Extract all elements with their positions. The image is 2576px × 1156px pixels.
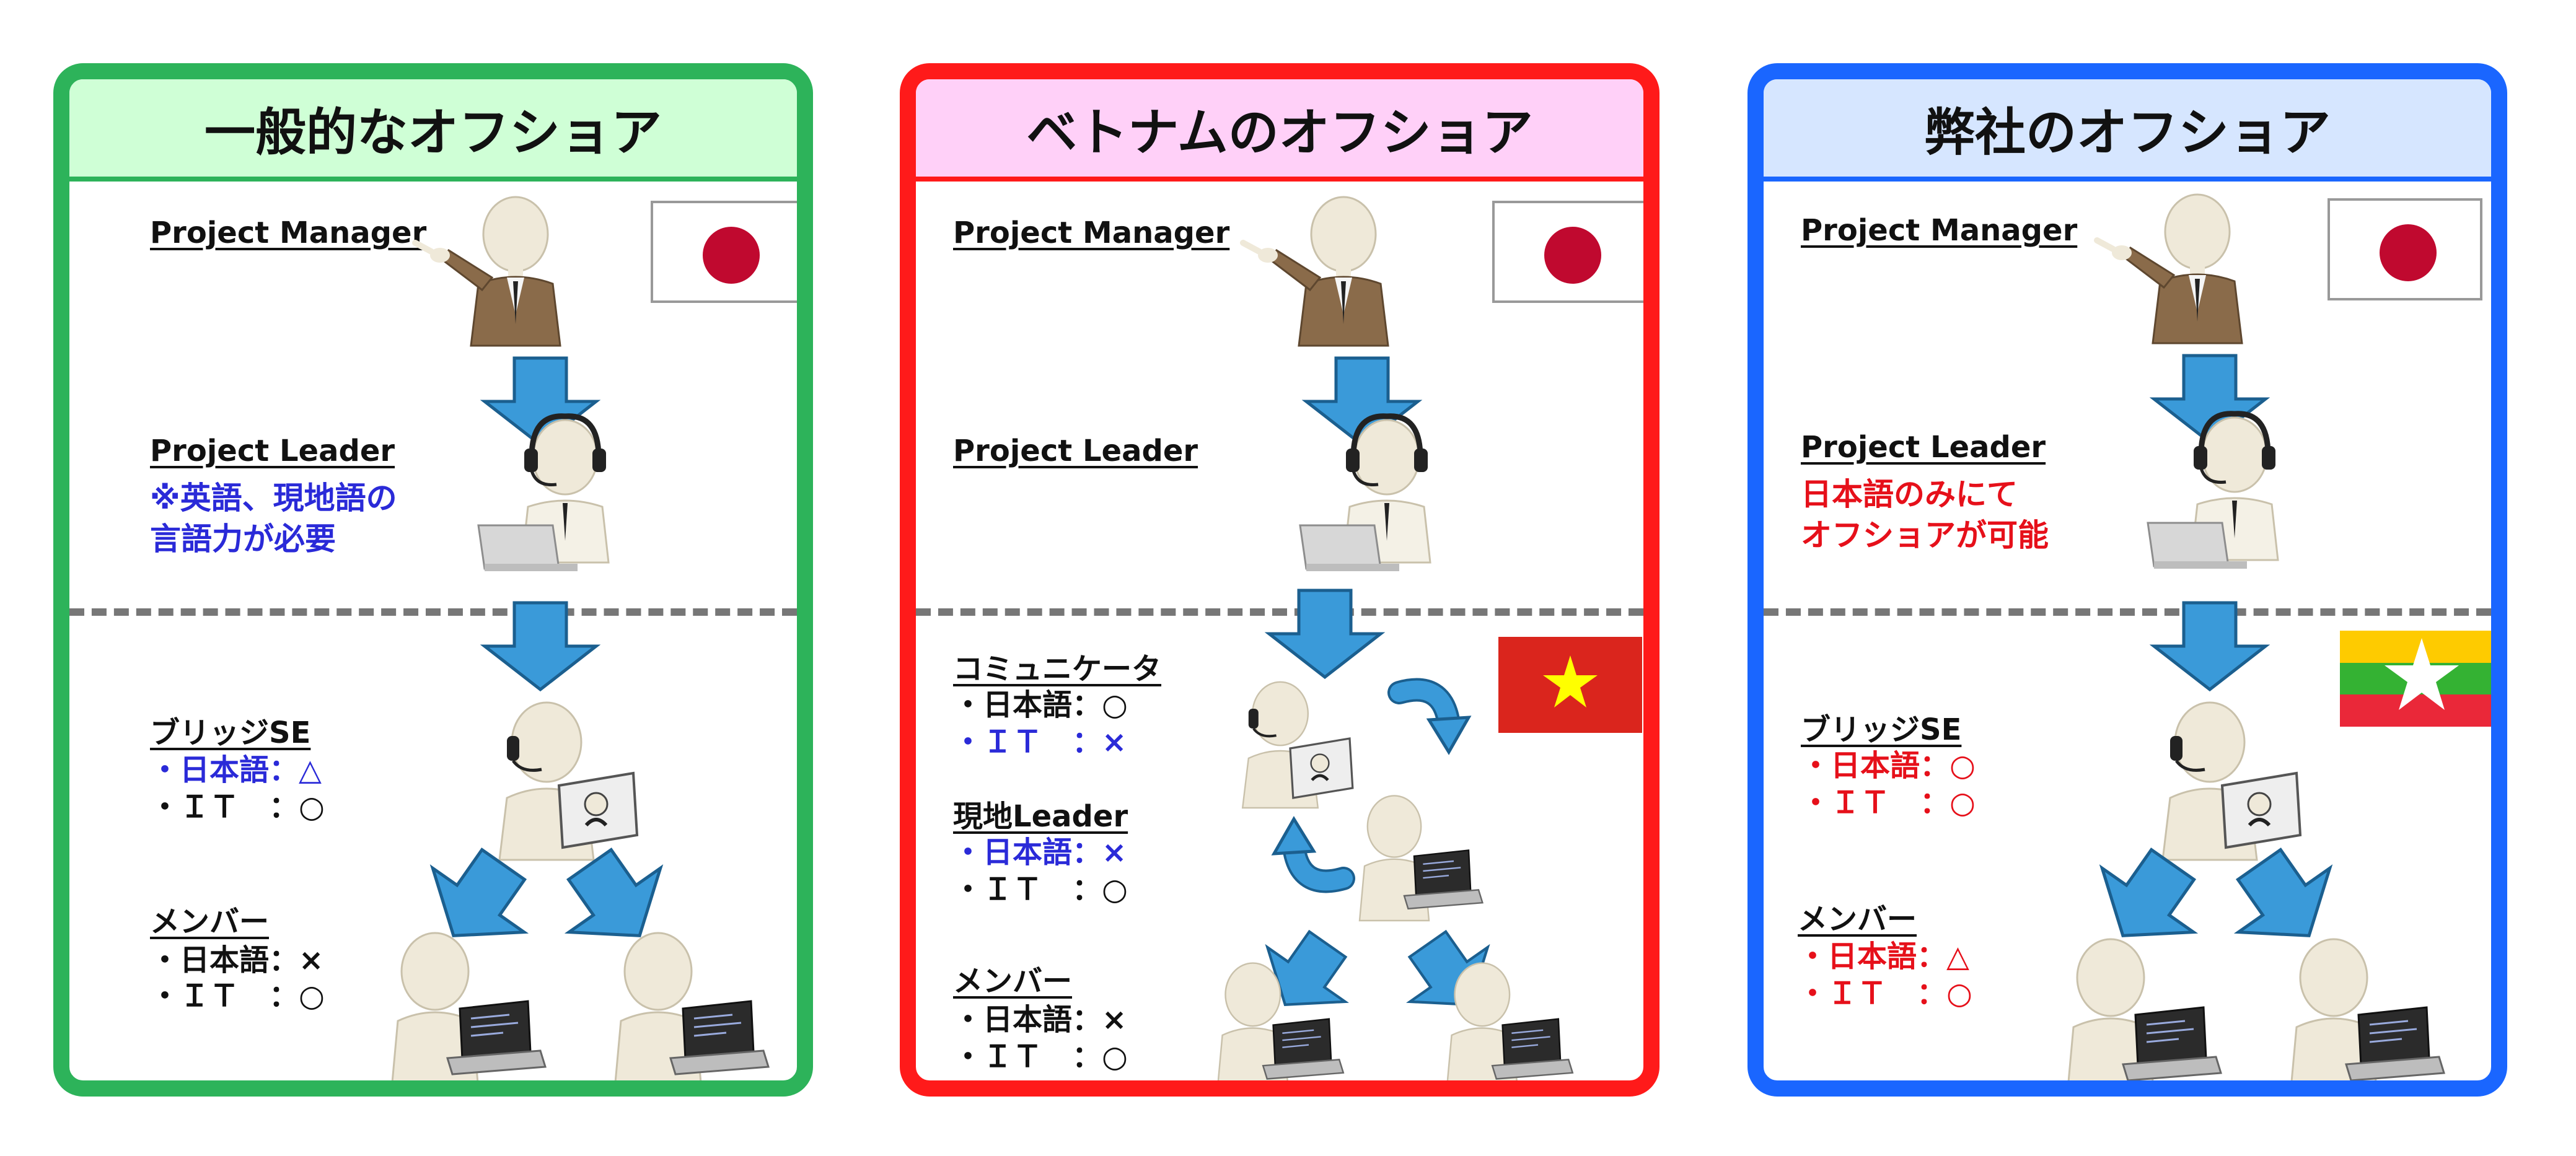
bridge-line-2: ・ＩＴ ：○ — [150, 790, 325, 825]
local-leader-title: 現地Leader — [953, 799, 1128, 834]
japan-flag — [1492, 201, 1643, 303]
member-figure — [390, 932, 547, 1080]
manager-figure — [441, 191, 590, 358]
member-line-1: ・日本語：× — [150, 943, 324, 978]
communicator-line-1: ・日本語：○ — [953, 688, 1128, 722]
operator-figure — [1288, 414, 1449, 587]
member-figure — [613, 932, 770, 1080]
cycle-arrow-icon — [1251, 786, 1362, 891]
pm-label: Project Manager — [1801, 213, 2078, 248]
bridge-se-title: ブリッジSE — [1801, 712, 1962, 747]
panel-vietnam-offshore: ベトナムのオフショア Project Manager Project Leade… — [900, 63, 1659, 1097]
panel-general-offshore: 一般的なオフショア Project Manager Project Leader… — [53, 63, 813, 1097]
panel-our-header: 弊社のオフショア — [1764, 79, 2491, 182]
star-icon — [2385, 638, 2459, 710]
member-title: メンバー — [150, 904, 270, 939]
manager-figure — [1269, 191, 1418, 358]
panel-vietnam-header: ベトナムのオフショア — [916, 79, 1643, 182]
japan-flag — [651, 201, 797, 303]
star-icon — [1543, 655, 1598, 707]
local-leader-line-2: ・ＩＴ ：○ — [953, 872, 1128, 907]
pl-label: Project Leader — [150, 434, 395, 468]
panel-general-header: 一般的なオフショア — [69, 79, 797, 182]
japan-flag — [2328, 198, 2482, 300]
bridge-line-1: ・日本語：△ — [150, 753, 322, 787]
local-leader-line-1: ・日本語：× — [953, 835, 1127, 870]
operator-figure — [466, 414, 627, 587]
pl-label: Project Leader — [1801, 430, 2046, 465]
pl-note-line-2: 言語力が必要 — [150, 521, 336, 557]
pl-note-line-1: 日本語のみにて — [1801, 476, 2018, 512]
pl-note-line-1: ※英語、現地語の — [150, 480, 397, 516]
panel-our-offshore: 弊社のオフショア Project Manager Project Leader … — [1747, 63, 2507, 1097]
member-line-1: ・日本語：△ — [1798, 939, 1969, 974]
arrow-down-icon — [478, 593, 602, 699]
member-title: メンバー — [953, 964, 1073, 999]
bridge-line-2: ・ＩＴ ：○ — [1801, 786, 1976, 820]
member-figure — [2289, 938, 2445, 1080]
member-figure — [1446, 962, 1573, 1080]
bridge-line-1: ・日本語：○ — [1801, 748, 1976, 783]
member-title: メンバー — [1798, 902, 1917, 937]
manager-figure — [2123, 188, 2272, 356]
vietnam-flag — [1498, 637, 1642, 733]
member-line-2: ・ＩＴ ：○ — [150, 979, 325, 1014]
pl-label: Project Leader — [953, 434, 1198, 468]
cycle-arrow-icon — [1387, 674, 1498, 773]
arrow-down-icon — [2148, 593, 2272, 699]
pl-note-line-2: オフショアが可能 — [1801, 517, 2049, 553]
communicator-title: コミュニケータ — [953, 652, 1162, 686]
member-line-1: ・日本語：× — [953, 1002, 1127, 1037]
member-line-2: ・ＩＴ ：○ — [1798, 976, 1972, 1011]
member-figure — [1216, 962, 1344, 1080]
myanmar-flag — [2340, 631, 2491, 727]
pm-label: Project Manager — [953, 216, 1230, 250]
communicator-line-2: ・ＩＴ ：× — [953, 725, 1127, 760]
operator-figure — [2135, 411, 2297, 585]
divider-line — [916, 608, 1643, 616]
member-line-2: ・ＩＴ ：○ — [953, 1040, 1128, 1074]
member-figure — [2066, 938, 2222, 1080]
bridge-se-title: ブリッジSE — [150, 716, 311, 750]
pm-label: Project Manager — [150, 216, 427, 250]
divider-line — [1764, 608, 2491, 616]
arrow-down-icon — [1263, 581, 1387, 686]
divider-line — [69, 608, 797, 616]
